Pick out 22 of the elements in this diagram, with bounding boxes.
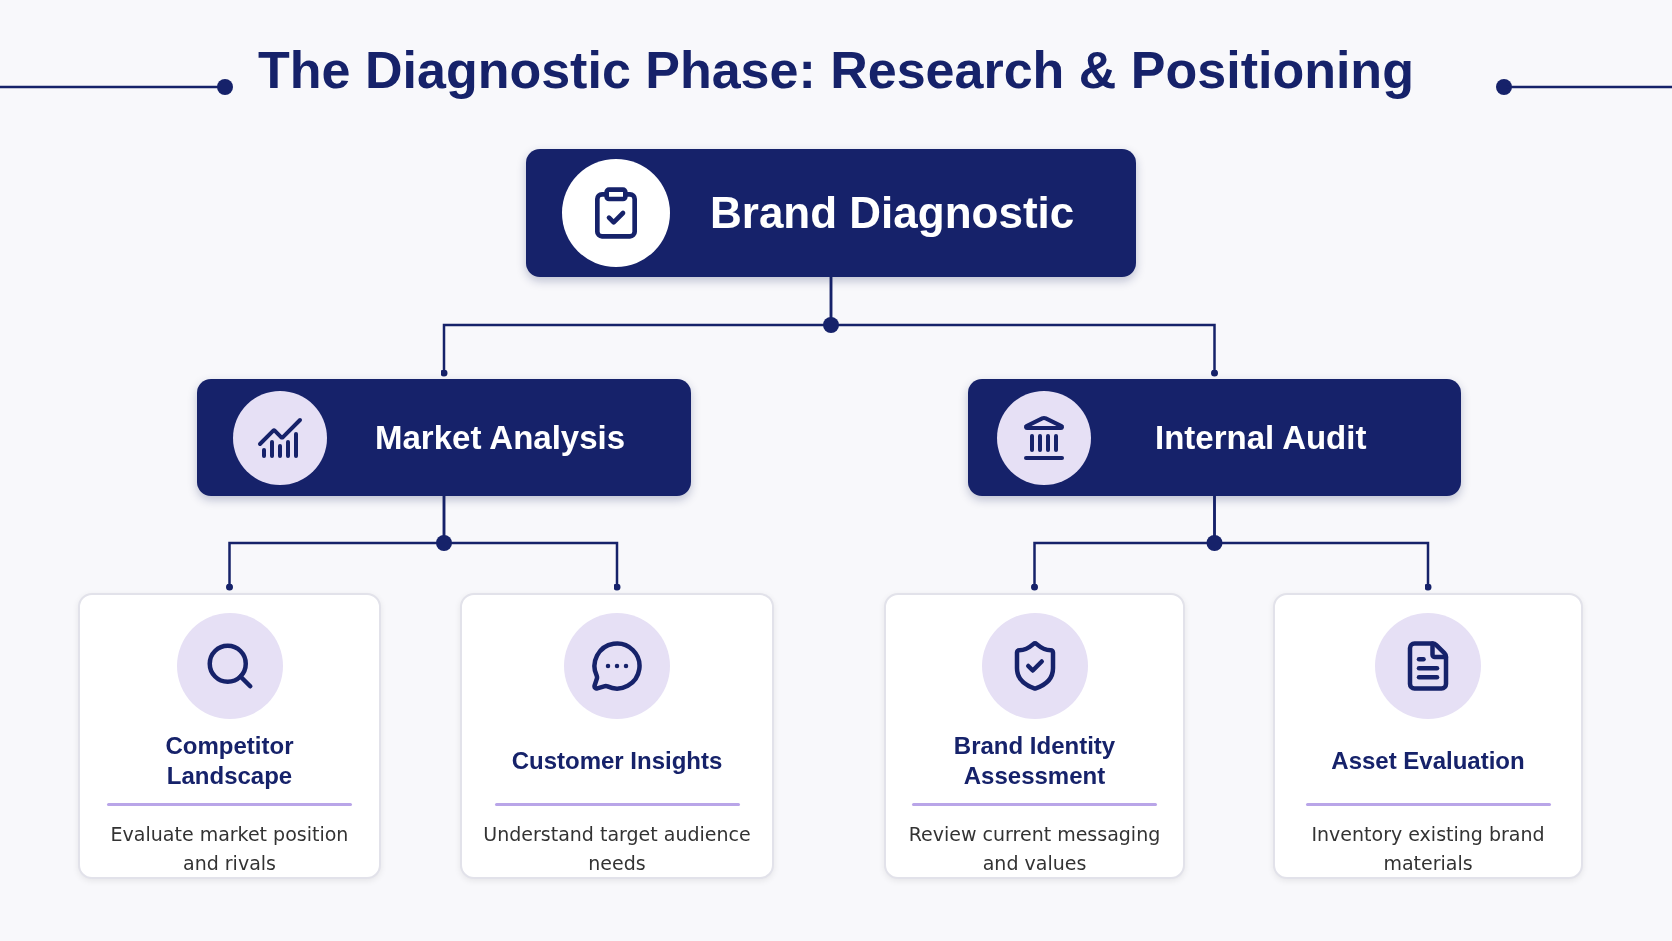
info-card <box>884 593 1185 879</box>
card-title: Customer Insights <box>511 746 723 777</box>
card-title: Brand Identity Assessment <box>952 731 1117 792</box>
card-title: Competitor Landscape <box>164 731 295 792</box>
box-label: Market Analysis <box>375 418 626 457</box>
card-description: Understand target audience needs <box>482 822 752 876</box>
card-description: Evaluate market position and rivals <box>109 822 350 876</box>
category-box <box>197 379 691 496</box>
connector-line <box>829 277 1218 377</box>
info-card <box>78 593 381 879</box>
category-box <box>526 149 1136 277</box>
category-box <box>968 379 1461 496</box>
box-label: Internal Audit <box>1155 418 1367 457</box>
diagram-title: The Diagnostic Phase: Research & Positioning <box>258 40 1414 100</box>
connector-line <box>1213 496 1432 591</box>
connector-line <box>442 496 621 591</box>
info-card <box>460 593 774 879</box>
box-label: Brand Diagnostic <box>710 188 1075 238</box>
card-description: Inventory existing brand materials <box>1310 822 1546 876</box>
info-card <box>1273 593 1583 879</box>
card-description: Review current messaging and values <box>907 822 1162 876</box>
card-title: Asset Evaluation <box>1331 746 1525 777</box>
